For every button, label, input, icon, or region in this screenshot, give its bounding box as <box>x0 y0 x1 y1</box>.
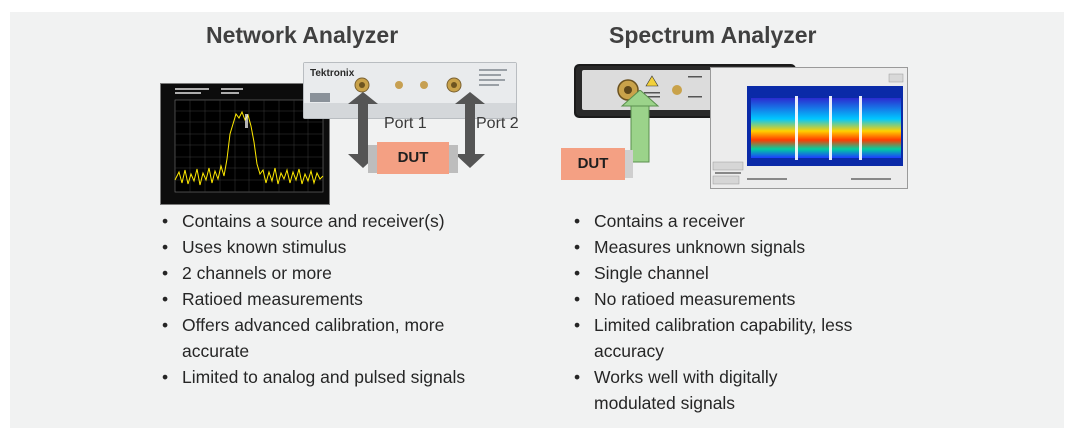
list-item: Works well with digitally modulated sign… <box>566 364 824 416</box>
vna-trace-plot <box>161 84 329 204</box>
rsa-input-arrow <box>620 90 660 163</box>
rsa-spectrogram-plot <box>711 68 907 188</box>
port1-arrow-head-up <box>348 92 378 104</box>
list-item: Contains a receiver <box>566 208 926 234</box>
list-item: 2 channels or more <box>154 260 534 286</box>
tektronix-logo: Tektronix <box>310 68 355 79</box>
list-item: Ratioed measurements <box>154 286 534 312</box>
port1-arrow-shaft <box>358 102 368 158</box>
spectrum-analyzer-features: Contains a receiver Measures unknown sig… <box>566 208 926 416</box>
port2-arrow-head-up <box>455 92 485 104</box>
port2-arrow-head-down <box>455 154 485 168</box>
rsa-dut-box: DUT <box>561 148 625 180</box>
vna-dut-box: DUT <box>377 142 449 174</box>
vna-device-image: Tektronix <box>303 62 517 119</box>
list-item: Offers advanced calibration, more accura… <box>154 312 500 364</box>
green-arrow-shaft <box>630 105 650 163</box>
list-item: No ratioed measurements <box>566 286 926 312</box>
list-item: Uses known stimulus <box>154 234 534 260</box>
slide: Network Analyzer Spectrum Analyzer <box>10 12 1064 428</box>
port1-label: Port 1 <box>384 115 427 132</box>
vna-device-panel <box>304 63 516 118</box>
vna-screen-image <box>160 83 330 205</box>
spectrum-analyzer-title: Spectrum Analyzer <box>609 22 817 48</box>
list-item: Contains a source and receiver(s) <box>154 208 534 234</box>
list-item: Measures unknown signals <box>566 234 926 260</box>
green-arrow-head <box>620 90 660 107</box>
port2-arrow-shaft <box>465 102 475 158</box>
list-item: Single channel <box>566 260 926 286</box>
network-analyzer-features: Contains a source and receiver(s) Uses k… <box>154 208 534 390</box>
list-item: Limited to analog and pulsed signals <box>154 364 534 390</box>
port2-label: Port 2 <box>476 115 519 132</box>
list-item: Limited calibration capability, less acc… <box>566 312 904 364</box>
rsa-screen-image <box>710 67 908 189</box>
network-analyzer-title: Network Analyzer <box>206 22 399 48</box>
